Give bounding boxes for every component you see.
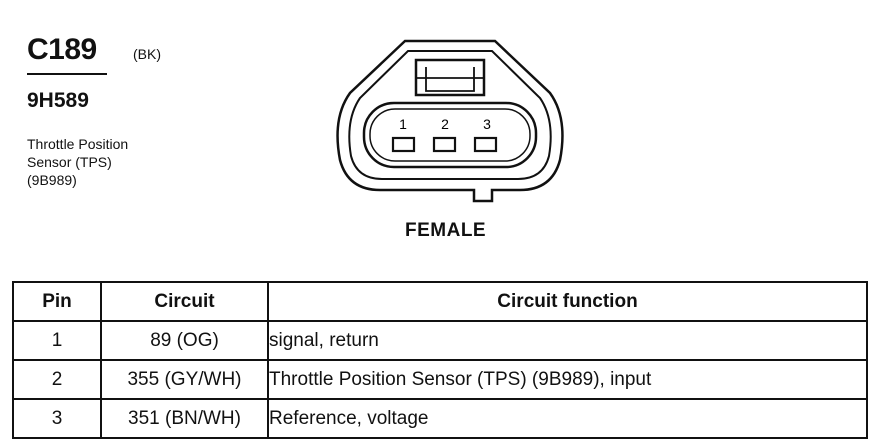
circuit-cell: 355 (GY/WH) — [100, 359, 269, 400]
terminal-cavity-housing — [362, 101, 538, 169]
connector-inner-shell — [348, 50, 552, 180]
circuit-function-cell: Reference, voltage — [267, 398, 868, 439]
terminal-cavity-housing-inner — [369, 108, 531, 162]
table-header-row: Pin Circuit Circuit function — [12, 281, 868, 322]
circuit-function-cell: Throttle Position Sensor (TPS) (9B989), … — [267, 359, 868, 400]
header-circuit: Circuit — [100, 281, 269, 322]
pin-3-cavity — [473, 136, 498, 153]
pin-1-label: 1 — [399, 116, 407, 132]
description-line: Sensor (TPS) — [27, 154, 112, 170]
connector-face-diagram: 1 2 3 — [336, 39, 564, 203]
part-number: 9H589 — [27, 89, 89, 112]
connector-id-underline — [27, 73, 107, 75]
header-circuit-function: Circuit function — [267, 281, 868, 322]
locking-tab — [414, 58, 486, 97]
circuit-function-cell: signal, return — [267, 320, 868, 361]
pin-2-label: 2 — [441, 116, 449, 132]
pin-1-cavity — [391, 136, 416, 153]
header-pin: Pin — [12, 281, 102, 322]
view-label: FEMALE — [405, 220, 487, 241]
connector-id: C189 — [27, 33, 97, 66]
component-description: Throttle Position Sensor (TPS) (9B989) — [27, 135, 128, 189]
pin-cell: 3 — [12, 398, 102, 439]
pin-cell: 1 — [12, 320, 102, 361]
description-line: (9B989) — [27, 172, 77, 188]
table-row: 2 355 (GY/WH) Throttle Position Sensor (… — [12, 359, 868, 400]
table-row: 3 351 (BN/WH) Reference, voltage — [12, 398, 868, 439]
pin-3-label: 3 — [483, 116, 491, 132]
connector-outer-shell — [336, 39, 564, 203]
pin-cell: 2 — [12, 359, 102, 400]
table-row: 1 89 (OG) signal, return — [12, 320, 868, 361]
circuit-cell: 351 (BN/WH) — [100, 398, 269, 439]
description-line: Throttle Position — [27, 136, 129, 152]
locking-tab-inner — [425, 67, 475, 92]
pinout-table: Pin Circuit Circuit function 1 89 (OG) s… — [12, 281, 868, 439]
pin-2-cavity — [432, 136, 457, 153]
circuit-cell: 89 (OG) — [100, 320, 269, 361]
color-code: (BK) — [133, 46, 161, 62]
